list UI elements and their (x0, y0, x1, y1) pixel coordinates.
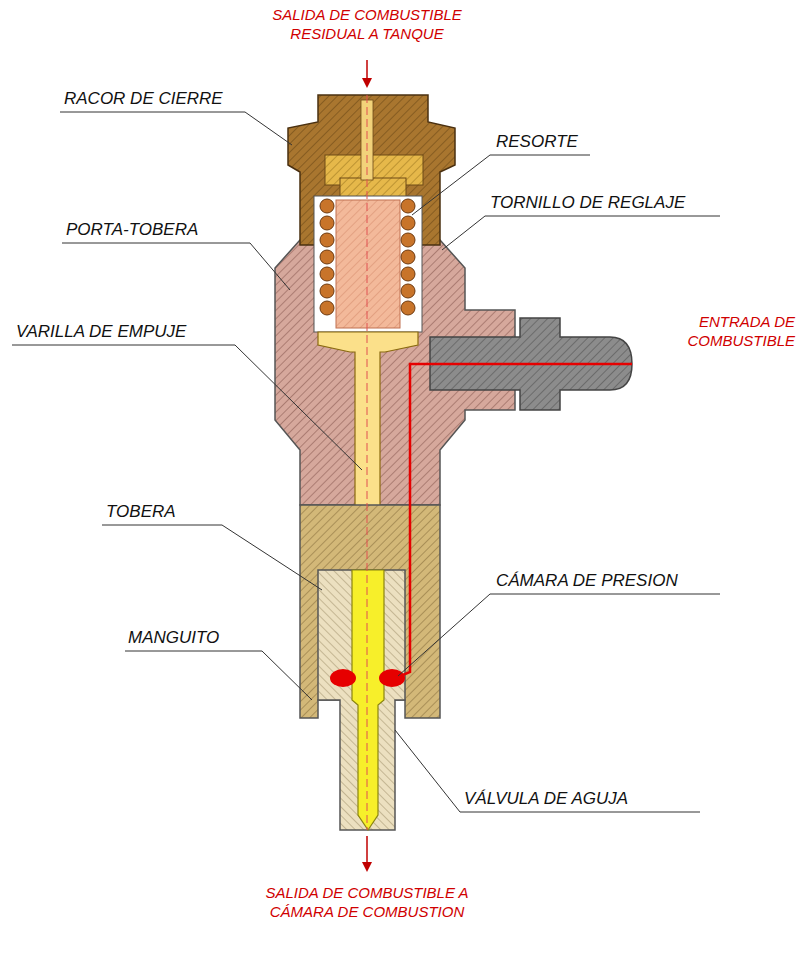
part-label: TOBERA (106, 501, 176, 522)
part-label: MANGUITO (128, 627, 219, 648)
part-label: RESORTE (496, 131, 578, 152)
part-label: TORNILLO DE REGLAJE (490, 192, 685, 213)
part-label: VÁLVULA DE AGUJA (464, 788, 628, 809)
part-label: VARILLA DE EMPUJE (16, 321, 186, 342)
part-label: ENTRADA DE COMBUSTIBLE (655, 313, 795, 351)
part-label: CÁMARA DE PRESION (496, 570, 678, 591)
part-label: RACOR DE CIERRE (64, 88, 223, 109)
part-label: PORTA-TOBERA (66, 219, 198, 240)
part-label: SALIDA DE COMBUSTIBLE RESIDUAL A TANQUE (237, 6, 497, 44)
part-label: SALIDA DE COMBUSTIBLE A CÁMARA DE COMBUS… (232, 884, 502, 922)
